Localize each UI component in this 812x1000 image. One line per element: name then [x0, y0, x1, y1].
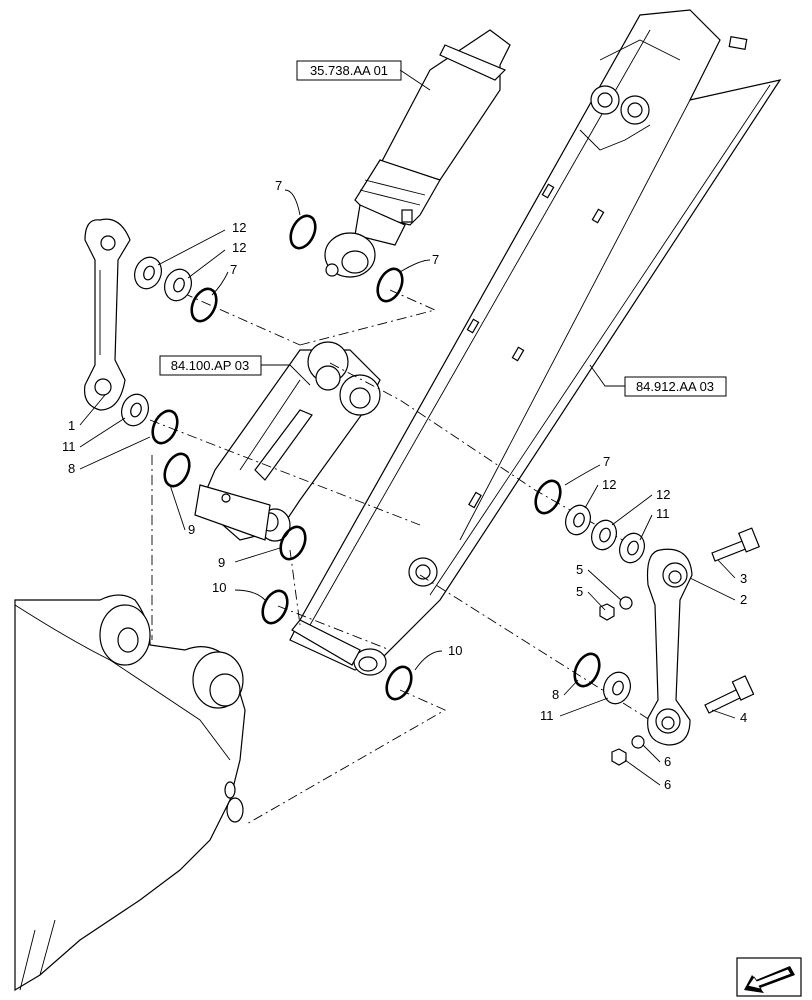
- reference-cylinder[interactable]: 35.738.AA 01: [296, 60, 431, 91]
- hydraulic-cylinder: [324, 29, 511, 278]
- callout-11-right: 11: [540, 708, 554, 723]
- callout-12-left-1: 12: [232, 220, 246, 235]
- bolt-upper: [711, 527, 761, 562]
- callout-12-left-2: 12: [232, 240, 246, 255]
- side-link-left: [83, 218, 131, 411]
- nut-upper: [599, 596, 633, 621]
- reference-cylinder-label: 35.738.AA 01: [310, 63, 388, 78]
- callout-2: 2: [740, 592, 747, 607]
- callout-10-right: 10: [448, 643, 462, 658]
- callout-10-left: 10: [212, 580, 226, 595]
- boom-arm: [289, 9, 782, 676]
- reference-boom[interactable]: 84.912.AA 03: [589, 364, 727, 397]
- callout-8-right: 8: [552, 687, 559, 702]
- callout-7-right: 7: [603, 454, 610, 469]
- reference-link-label: 84.100.AP 03: [171, 358, 250, 373]
- callout-8-left: 8: [68, 461, 75, 476]
- callout-6-upper: 6: [664, 754, 671, 769]
- bolt-lower: [704, 675, 755, 714]
- callout-1: 1: [68, 418, 75, 433]
- callout-leaders: [79, 189, 736, 786]
- callout-12-right-1: 12: [602, 477, 616, 492]
- nut-lower: [611, 735, 645, 766]
- previous-view-arrow-icon[interactable]: [736, 957, 802, 997]
- callout-4: 4: [740, 710, 747, 725]
- callout-5-upper: 5: [576, 562, 583, 577]
- callout-5-lower: 5: [576, 584, 583, 599]
- callout-3: 3: [740, 571, 747, 586]
- callout-7-cylinder-right: 7: [432, 252, 439, 267]
- connecting-link: [194, 341, 381, 542]
- callout-numbers: 7 7 12 12 7 1 11 8 9 9 10 10 7 12 12 11 …: [62, 178, 747, 792]
- bucket: [14, 594, 246, 992]
- reference-boom-label: 84.912.AA 03: [636, 379, 714, 394]
- callout-7-cylinder-left: 7: [275, 178, 282, 193]
- reference-link[interactable]: 84.100.AP 03: [159, 355, 311, 386]
- callout-11-left: 11: [62, 439, 76, 454]
- callout-7-left: 7: [230, 262, 237, 277]
- callout-9-upper: 9: [218, 555, 225, 570]
- side-link-right: [646, 548, 693, 746]
- callout-9-lower: 9: [188, 522, 195, 537]
- washers: [121, 256, 645, 705]
- callout-12-right-2: 12: [656, 487, 670, 502]
- callout-6-lower: 6: [664, 777, 671, 792]
- callout-12-right-3: 11: [656, 506, 670, 521]
